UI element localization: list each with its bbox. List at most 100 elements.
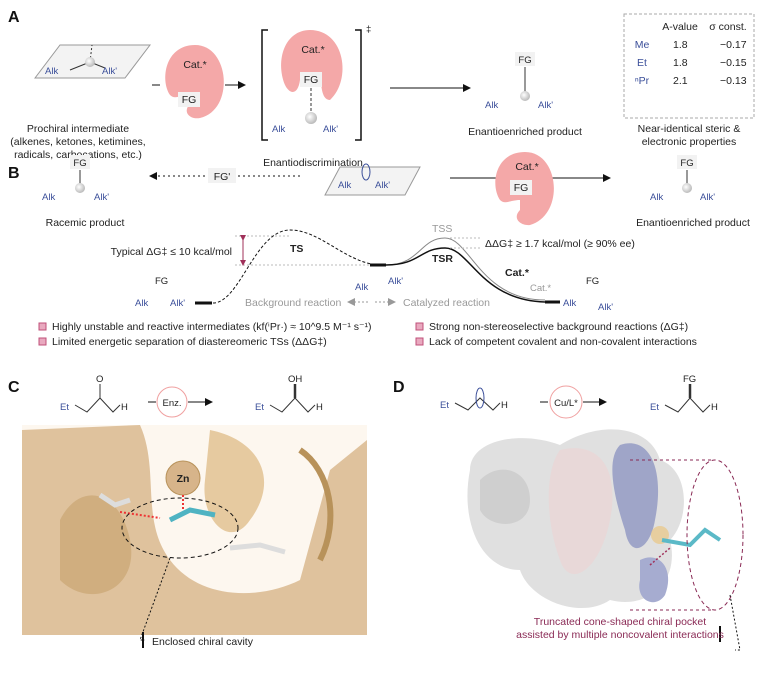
table-caption-2: electronic properties [642, 136, 737, 148]
background-curve [212, 229, 379, 304]
table-row: Me 1.8 −0.17 [635, 39, 747, 51]
enantiodiscrimination-caption: Enantiodiscrimination [263, 157, 363, 169]
ts-label: TS [290, 243, 303, 255]
bullet-item: Limited energetic separation of diastere… [52, 336, 327, 348]
panel-c-label: C [8, 379, 20, 396]
alk-label: Alk [45, 66, 58, 77]
prochiral-caption-1: Prochiral intermediate [27, 123, 129, 135]
svg-text:O: O [96, 374, 103, 385]
bullet-list: Highly unstable and reactive intermediat… [38, 321, 697, 348]
table-row: Et 1.8 −0.15 [637, 57, 747, 69]
svg-text:Et: Et [60, 402, 69, 413]
svg-text:Alk': Alk' [388, 276, 403, 287]
ts-s-label: TSS [432, 223, 452, 235]
svg-text:Et: Et [440, 400, 449, 411]
substrate-stick [168, 507, 216, 523]
cavity-outline [121, 497, 239, 559]
svg-text:FG: FG [155, 276, 168, 287]
copper-catalyst-circle [549, 385, 583, 419]
svg-text:−0.13: −0.13 [720, 75, 747, 87]
svg-text:FG: FG [73, 158, 86, 169]
prochiral-intermediate: Alk Alk' [33, 44, 152, 79]
svg-text:H: H [316, 402, 323, 413]
enclosed-cavity-caption: Enclosed chiral cavity [152, 636, 254, 648]
ddg-label: ΔΔG‡ ≥ 1.7 kcal/mol (≥ 90% ee) [485, 238, 635, 250]
svg-text:Alk: Alk [650, 192, 663, 203]
fg-label: FG [304, 74, 319, 86]
svg-text:Alk': Alk' [94, 192, 109, 203]
table-caption-1: Near-identical steric & [638, 123, 741, 135]
ts-s-curve [385, 237, 546, 301]
alk-label: Alk [485, 100, 498, 111]
catalyst-b: Cat.* FG [495, 152, 554, 226]
fg-prime-label: FG' [214, 171, 231, 183]
svg-text:FG: FG [683, 374, 696, 385]
svg-text:H: H [121, 402, 128, 413]
svg-text:OH: OH [288, 374, 302, 385]
panel-d-label: D [393, 379, 405, 396]
dagger: ‡ [366, 24, 371, 35]
table-header: σ const. [709, 21, 746, 33]
svg-text:Alk': Alk' [598, 302, 613, 313]
panel-a-label: A [8, 9, 20, 26]
carbon-atom [85, 57, 95, 67]
svg-text:Alk': Alk' [170, 298, 185, 309]
alk-label: Alk [272, 124, 285, 135]
svg-text:−0.15: −0.15 [720, 57, 747, 69]
svg-text:Et: Et [637, 57, 647, 69]
alk-prime-label: Alk' [102, 66, 117, 77]
alk-prime-label: Alk' [323, 124, 338, 135]
svg-text:Alk': Alk' [375, 180, 390, 191]
cat-label: Cat.* [183, 59, 206, 71]
prochiral-caption-2: (alkenes, ketones, ketimines, [10, 136, 145, 148]
radical-intermediate: Alk Alk' [324, 163, 421, 196]
bullet-item: Lack of competent covalent and non-coval… [429, 336, 697, 348]
enzyme-pocket-image: Zn [22, 425, 367, 635]
fg-label: FG [518, 55, 531, 66]
svg-text:FG: FG [680, 158, 693, 169]
bullet-item: Highly unstable and reactive intermediat… [52, 321, 372, 333]
fg-label: FG [182, 94, 197, 106]
chiral-pocket-surface [467, 429, 744, 611]
racemic-caption: Racemic product [46, 217, 125, 229]
ts-r-curve [385, 247, 546, 303]
racemic-product: FG Alk Alk' Racemic product [42, 155, 124, 229]
svg-text:Me: Me [635, 39, 650, 51]
typical-dg-label: Typical ΔG‡ ≤ 10 kcal/mol [111, 246, 232, 258]
alcohol-product: Et OH H [255, 374, 323, 413]
enantioenriched-caption-a: Enantioenriched product [468, 126, 582, 138]
ts-r-label: TSR [432, 253, 453, 265]
table-row: ⁿPr 2.1 −0.13 [635, 75, 747, 87]
svg-text:2.1: 2.1 [673, 75, 688, 87]
energy-diagram: Typical ΔG‡ ≤ 10 kcal/mol TS TSS TSR ΔΔG… [111, 223, 635, 313]
svg-text:ⁿPr: ⁿPr [635, 75, 650, 87]
svg-text:Et: Et [650, 402, 659, 413]
svg-text:−0.17: −0.17 [720, 39, 747, 51]
pocket-caption-2: assisted by multiple noncovalent interac… [516, 629, 724, 641]
svg-text:1.8: 1.8 [673, 39, 688, 51]
product-a: FG Alk Alk' [485, 52, 553, 111]
enantioenriched-product-b: FG Alk Alk' Enantioenriched product [636, 155, 750, 229]
cat-release-label: Cat.* [505, 267, 530, 279]
functionalized-product: Et FG H [650, 374, 718, 413]
bullet-item: Strong non-stereoselective background re… [429, 321, 688, 333]
enzyme-label: Enz. [162, 398, 181, 409]
svg-text:Alk: Alk [355, 282, 368, 293]
svg-text:Alk': Alk' [700, 192, 715, 203]
svg-text:Alk: Alk [563, 298, 576, 309]
svg-text:Alk: Alk [42, 192, 55, 203]
transition-state-a: ‡ Cat.* FG Alk Alk' [261, 24, 371, 141]
substrate-stick [661, 527, 722, 548]
table-header: A-value [662, 21, 698, 33]
enantioenriched-caption-b: Enantioenriched product [636, 217, 750, 229]
panel-b-label: B [8, 165, 20, 182]
svg-text:Alk: Alk [135, 298, 148, 309]
svg-text:H: H [501, 400, 508, 411]
svg-text:FG: FG [586, 276, 599, 287]
svg-text:1.8: 1.8 [673, 57, 688, 69]
catalyst-a: Cat.* FG [165, 45, 224, 119]
radical-reactant: Et H [440, 387, 508, 411]
copper-catalyst-label: Cu/L* [554, 398, 578, 409]
